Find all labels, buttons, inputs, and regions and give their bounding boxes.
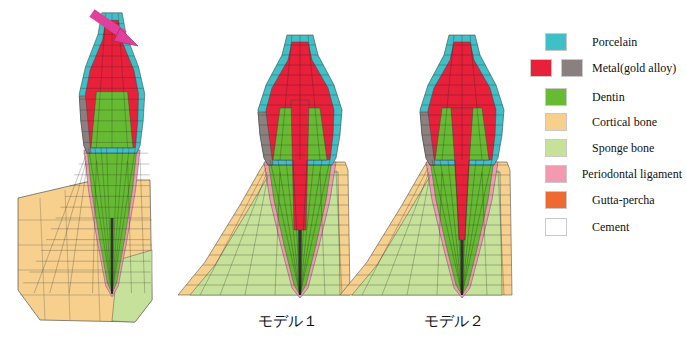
legend-label: Periodontal ligament	[582, 167, 682, 181]
legend-label: Porcelain	[592, 35, 637, 49]
legend-label: Cortical bone	[592, 115, 657, 129]
metal-swatch-grey	[561, 59, 583, 77]
legend-swatch	[545, 218, 567, 236]
legend-swatch	[530, 59, 552, 77]
legend-label: Gutta-percha	[592, 193, 655, 207]
legend-swatch	[545, 113, 567, 131]
legend-label: Dentin	[592, 90, 625, 104]
legend-swatch	[545, 88, 567, 106]
legend-label: Sponge bone	[592, 141, 654, 155]
legend-swatch	[545, 33, 567, 51]
legend-label: Metal(gold alloy)	[592, 61, 676, 75]
model-label: モデル１	[258, 312, 318, 330]
legend-label: Cement	[592, 220, 629, 234]
tooth-side-view	[11, 13, 159, 297]
legend-swatch	[545, 165, 567, 183]
legend-swatch	[545, 191, 567, 209]
model-2	[332, 35, 522, 298]
model-label: モデル２	[424, 312, 484, 330]
model-1	[170, 35, 360, 298]
legend-swatch	[545, 139, 567, 157]
